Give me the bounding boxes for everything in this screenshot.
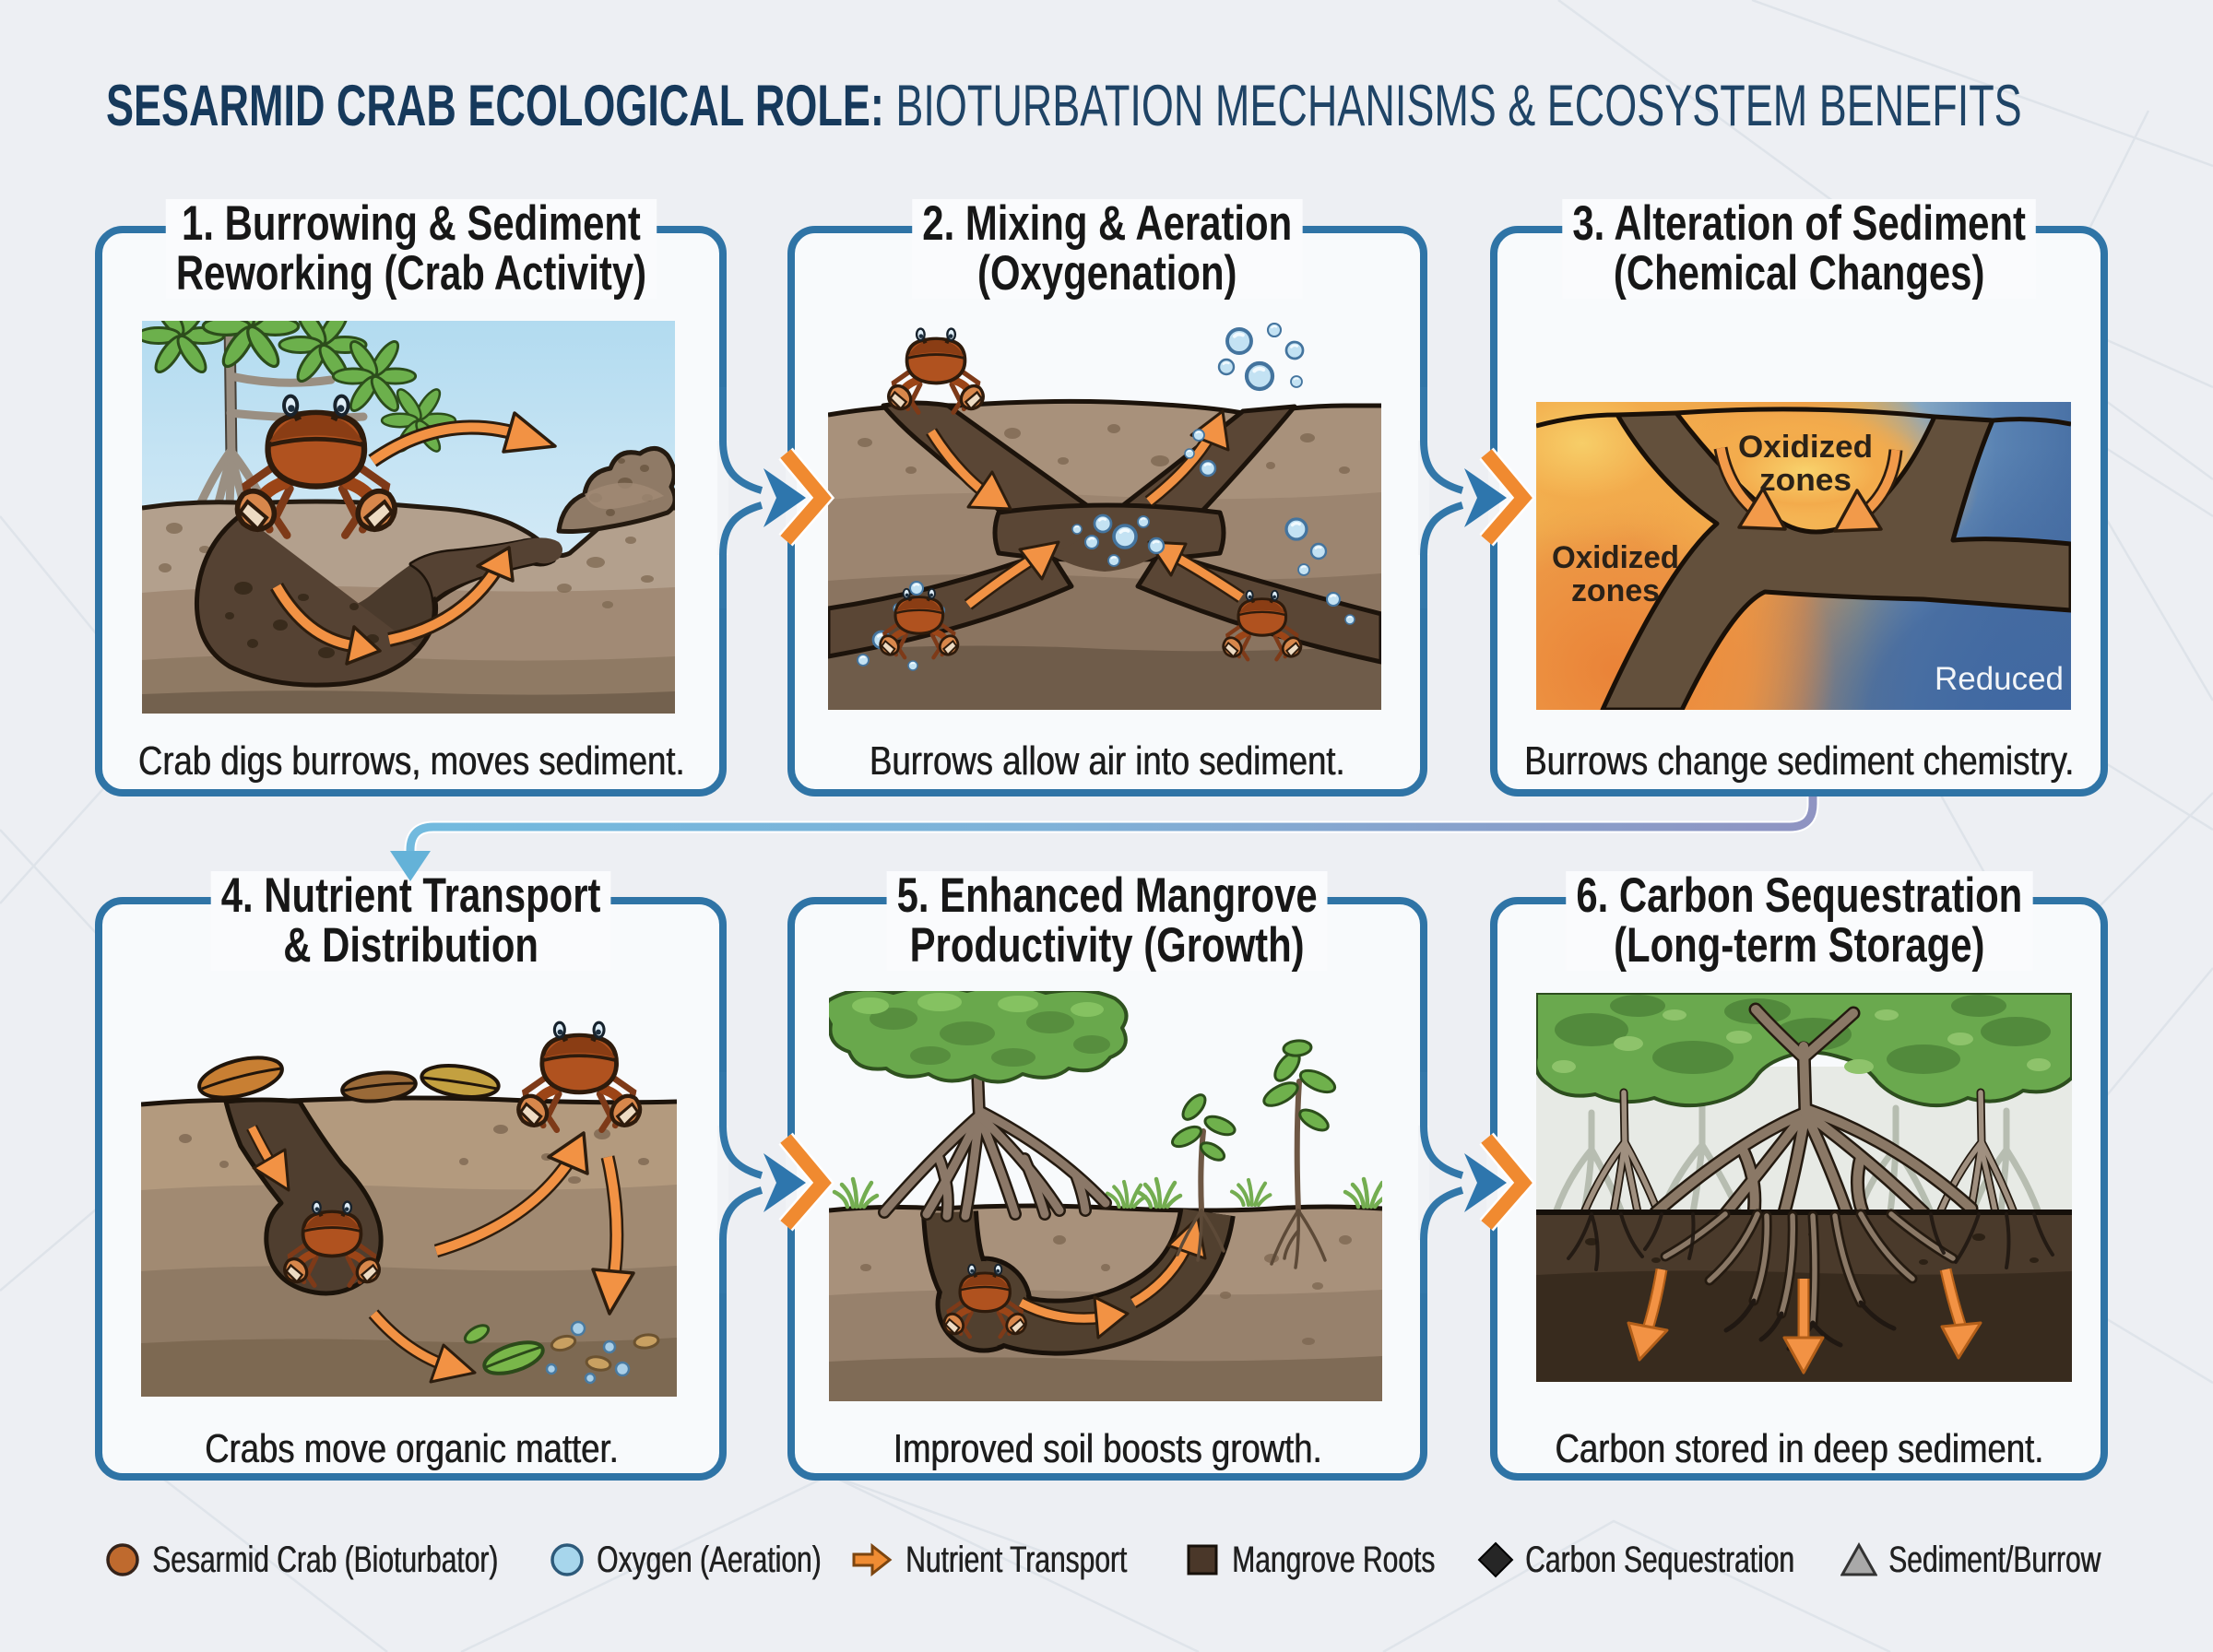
svg-text:Oxidized: Oxidized (1552, 540, 1679, 575)
svg-text:zones: zones (1759, 463, 1852, 498)
svg-text:Reduced: Reduced (1935, 661, 2064, 697)
svg-text:zones: zones (1571, 573, 1660, 608)
svg-text:Oxidized: Oxidized (1738, 430, 1873, 465)
